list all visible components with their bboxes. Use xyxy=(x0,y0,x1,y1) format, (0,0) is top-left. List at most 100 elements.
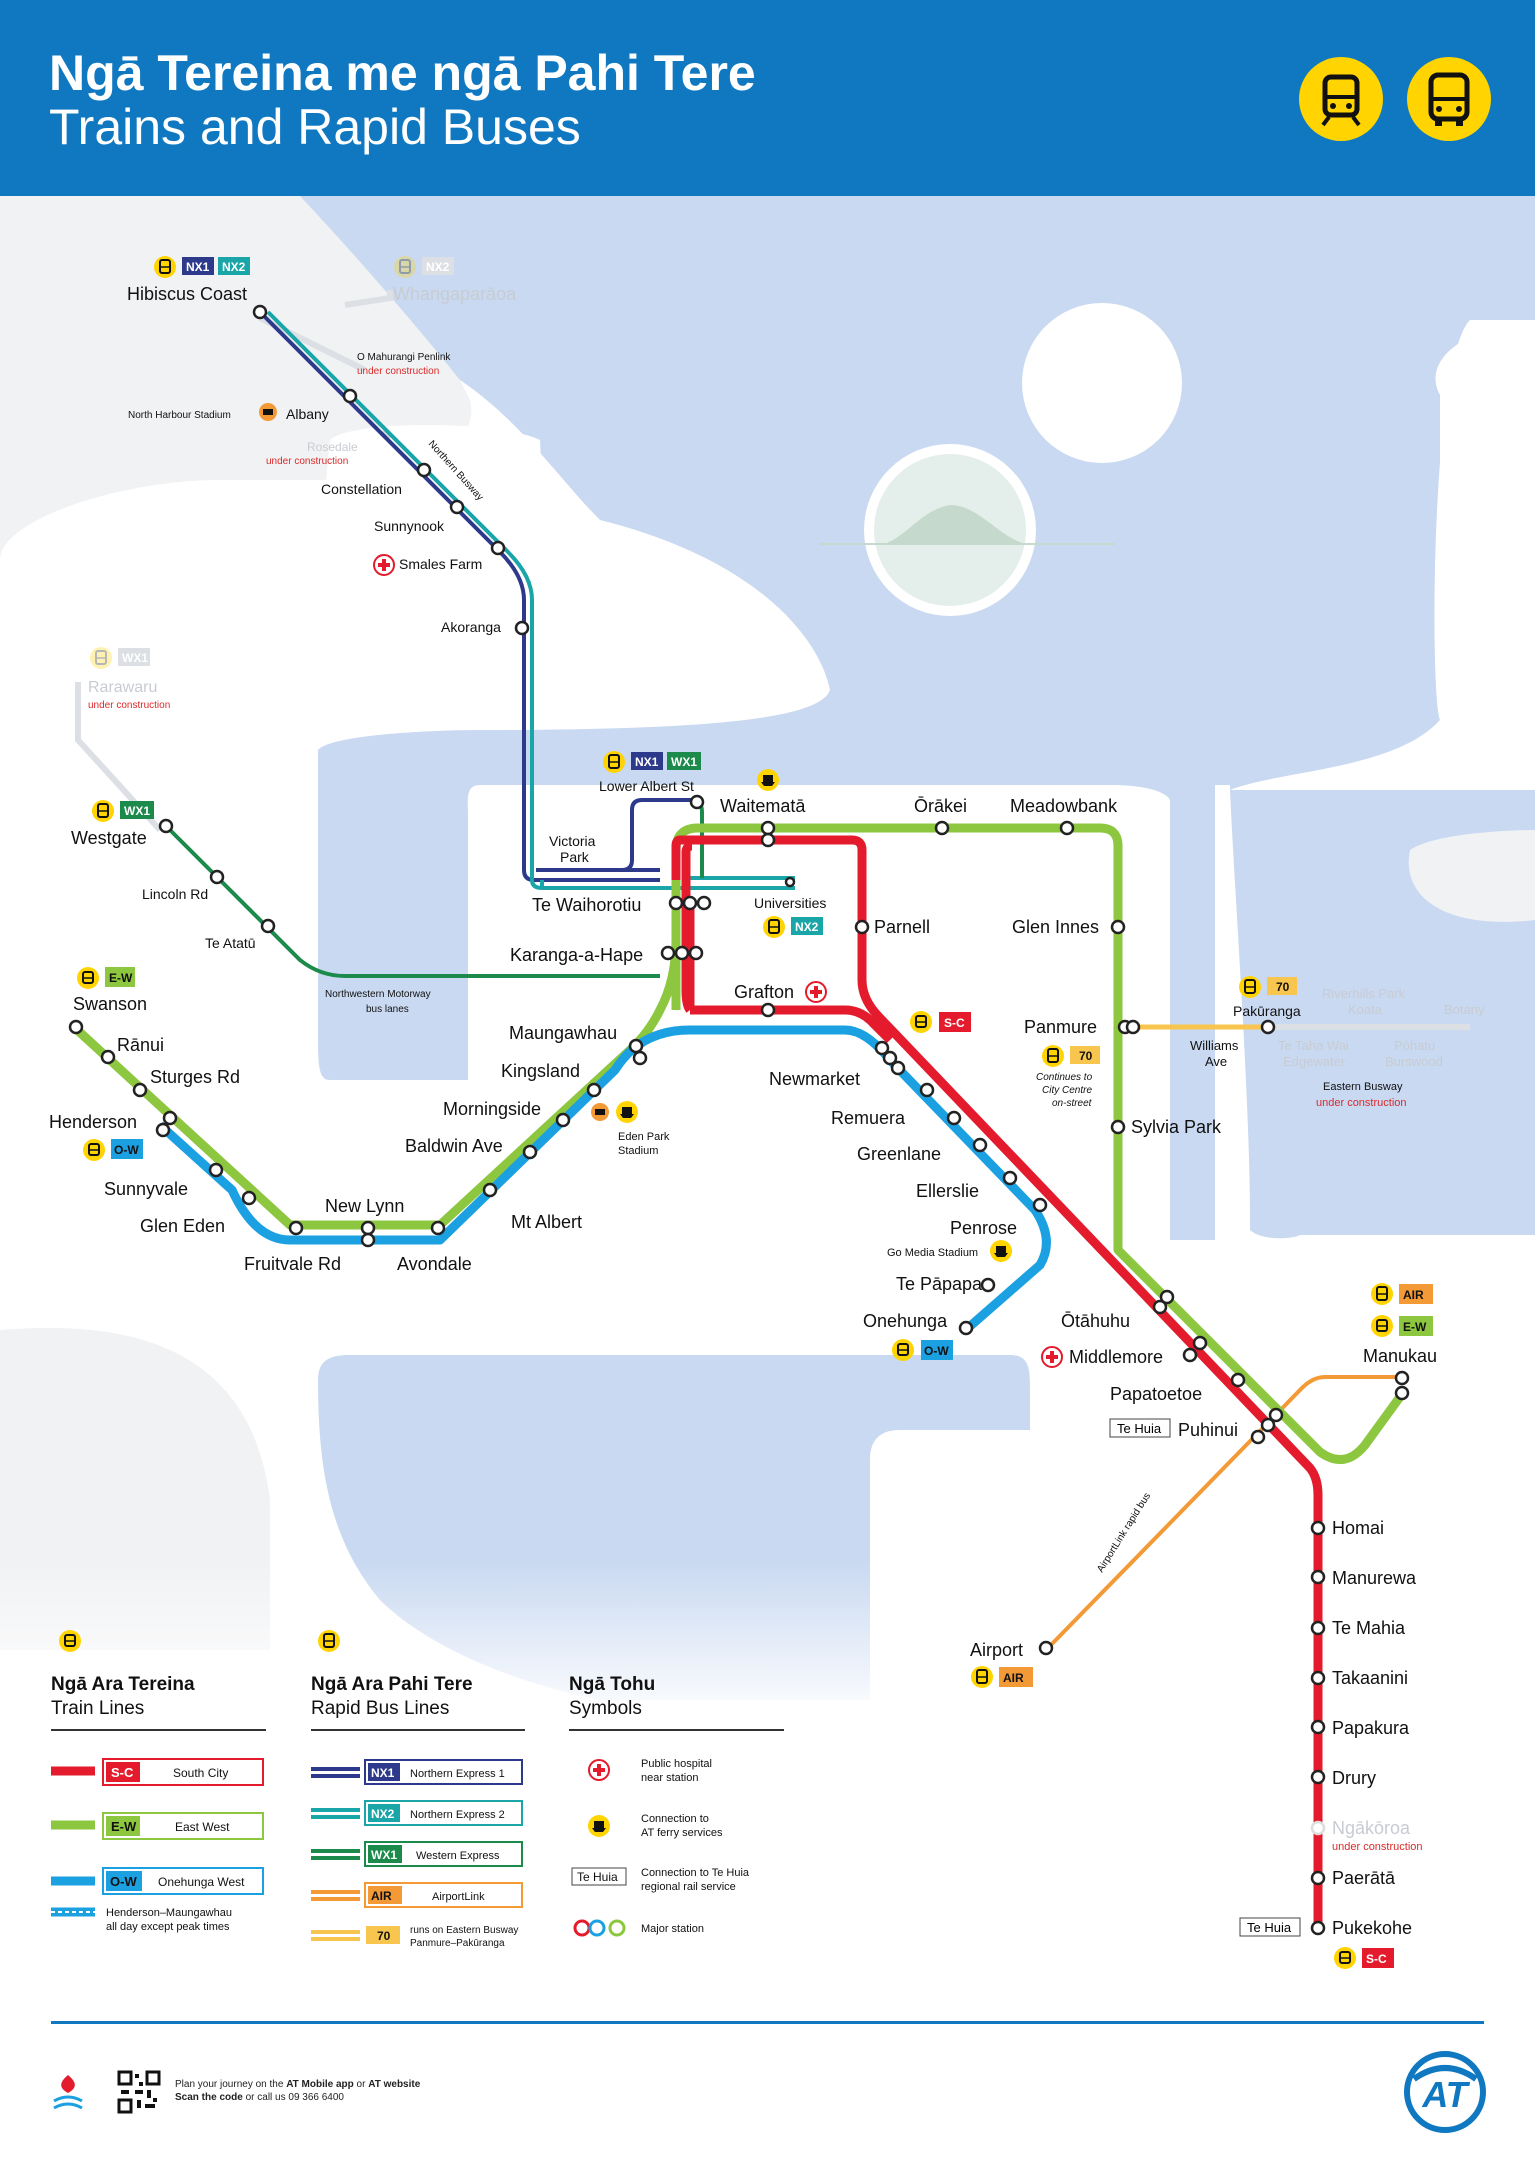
at-website-link[interactable]: AT website xyxy=(368,2079,421,2090)
label-constellation: Constellation xyxy=(321,481,402,497)
svg-text:AT: AT xyxy=(1421,2074,1470,2115)
label-nw-motorway: Northwestern Motorway xyxy=(325,989,431,1000)
label-henderson: Henderson xyxy=(49,1112,137,1132)
label-ngakoroa: Ngākōroa xyxy=(1332,1818,1411,1838)
label-newmarket: Newmarket xyxy=(769,1069,860,1089)
label-pakuranga: Pakūranga xyxy=(1233,1003,1301,1019)
svg-text:NX1: NX1 xyxy=(635,755,659,769)
label-maungawhau: Maungawhau xyxy=(509,1023,617,1043)
label-fruitvale: Fruitvale Rd xyxy=(244,1254,341,1274)
label-williams: Williams xyxy=(1190,1038,1239,1053)
label-stadium: Stadium xyxy=(618,1145,658,1157)
network-map: Hibiscus Coast Whangaparāoa O Mahurangi … xyxy=(0,196,1535,2021)
footer-plan: Plan your journey on the AT Mobile app o… xyxy=(175,2079,421,2090)
bus-icon xyxy=(1407,57,1491,141)
label-grafton: Grafton xyxy=(734,982,794,1002)
label-uc-5: under construction xyxy=(1332,1841,1423,1853)
svg-text:Connection to Te Huia: Connection to Te Huia xyxy=(641,1867,750,1879)
svg-text:South City: South City xyxy=(173,1766,228,1780)
label-te-mahia: Te Mahia xyxy=(1332,1618,1406,1638)
label-uc-3: under construction xyxy=(88,700,170,711)
eastern-busway-line xyxy=(1046,1024,1405,1650)
svg-text:S-C: S-C xyxy=(1366,1952,1387,1966)
label-continues-3: on-street xyxy=(1052,1098,1093,1109)
svg-text:Public hospital: Public hospital xyxy=(641,1758,712,1770)
label-morningside: Morningside xyxy=(443,1099,541,1119)
future-lines xyxy=(75,290,1470,1030)
label-whangaparaoa: Whangaparāoa xyxy=(393,284,517,304)
label-parnell: Parnell xyxy=(874,917,930,937)
label-victoria: Victoria xyxy=(549,833,596,849)
label-homai: Homai xyxy=(1332,1518,1384,1538)
legend: Ngā Ara Tereina Train Lines S-C South Ci… xyxy=(51,1629,784,1949)
label-manurewa: Manurewa xyxy=(1332,1568,1417,1588)
label-lincoln-rd: Lincoln Rd xyxy=(142,886,208,902)
svg-text:Panmure–Pakūranga: Panmure–Pakūranga xyxy=(410,1938,505,1949)
label-new-lynn: New Lynn xyxy=(325,1196,404,1216)
label-go-media: Go Media Stadium xyxy=(887,1247,978,1259)
label-hibiscus-coast: Hibiscus Coast xyxy=(127,284,247,304)
page-title-english: Trains and Rapid Buses xyxy=(49,99,581,155)
label-park: Park xyxy=(560,849,590,865)
label-rarawaru: Rarawaru xyxy=(88,679,157,696)
qr-code[interactable] xyxy=(117,2070,161,2114)
label-penrose: Penrose xyxy=(950,1218,1017,1238)
label-continues-1: Continues to xyxy=(1036,1072,1093,1083)
footer-rule xyxy=(51,2021,1484,2024)
svg-text:Henderson–Maungawhau: Henderson–Maungawhau xyxy=(106,1907,232,1919)
svg-text:all day except peak times: all day except peak times xyxy=(106,1921,230,1933)
legend-train-title-mi: Ngā Ara Tereina xyxy=(51,1674,195,1695)
label-edgewater: Edgewater xyxy=(1283,1054,1346,1069)
label-koata: Koata xyxy=(1348,1002,1383,1017)
label-onehunga: Onehunga xyxy=(863,1311,948,1331)
label-ave: Ave xyxy=(1205,1054,1227,1069)
svg-text:AT ferry services: AT ferry services xyxy=(641,1827,723,1839)
label-ellerslie: Ellerslie xyxy=(916,1181,979,1201)
label-karanga-a-hape: Karanga-a-Hape xyxy=(510,945,643,965)
label-universities: Universities xyxy=(754,895,826,911)
label-glen-innes: Glen Innes xyxy=(1012,917,1099,937)
label-ranui: Rānui xyxy=(117,1035,164,1055)
label-uc-1: under construction xyxy=(357,366,439,377)
legend-bus-title-en: Rapid Bus Lines xyxy=(311,1698,449,1719)
svg-text:East West: East West xyxy=(175,1820,230,1834)
svg-text:E-W: E-W xyxy=(109,971,133,985)
label-manukau: Manukau xyxy=(1363,1346,1437,1366)
label-burswood: Burswood xyxy=(1385,1054,1443,1069)
label-paerata: Paerātā xyxy=(1332,1868,1396,1888)
label-eden-park: Eden Park xyxy=(618,1131,670,1143)
at-mobile-app-link[interactable]: AT Mobile app xyxy=(286,2079,354,2090)
stations-markers xyxy=(68,304,1410,1936)
svg-text:WX1: WX1 xyxy=(122,651,148,665)
svg-text:WX1: WX1 xyxy=(124,804,150,818)
label-te-taha-wai: Te Taha Wai xyxy=(1278,1038,1349,1053)
northern-busway-lines xyxy=(258,310,795,890)
footer-scan: Scan the code or call us 09 366 6400 xyxy=(175,2092,344,2103)
legend-bus-title-mi: Ngā Ara Pahi Tere xyxy=(311,1674,473,1695)
hospital-icon xyxy=(373,554,395,576)
svg-text:O-W: O-W xyxy=(110,1874,137,1889)
svg-text:70: 70 xyxy=(377,1929,391,1943)
city-loop xyxy=(671,905,695,1010)
svg-text:regional rail service: regional rail service xyxy=(641,1881,736,1893)
label-remuera: Remuera xyxy=(831,1108,906,1128)
svg-text:Major station: Major station xyxy=(641,1923,704,1935)
label-bus-lanes: bus lanes xyxy=(366,1004,409,1015)
legend-symbols-title-mi: Ngā Tohu xyxy=(569,1674,655,1695)
label-te-papapa: Te Pāpapa xyxy=(896,1274,983,1294)
svg-text:NX2: NX2 xyxy=(222,260,246,274)
legend-wx1: WX1 Western Express xyxy=(311,1841,523,1867)
svg-text:WX1: WX1 xyxy=(371,1848,397,1862)
rangitoto-island-illustration xyxy=(820,303,1182,616)
at-logo: AT xyxy=(1404,2051,1486,2133)
label-botany: Botany xyxy=(1444,1002,1485,1017)
label-meadowbank: Meadowbank xyxy=(1010,796,1118,816)
label-pohatu: Pōhatu xyxy=(1394,1038,1435,1053)
svg-text:Western Express: Western Express xyxy=(416,1850,500,1862)
label-drury: Drury xyxy=(1332,1768,1376,1788)
label-airport: Airport xyxy=(970,1640,1023,1660)
label-continues-2: City Centre xyxy=(1042,1085,1092,1096)
major-station-icon xyxy=(573,1919,626,1937)
label-westgate: Westgate xyxy=(71,828,147,848)
